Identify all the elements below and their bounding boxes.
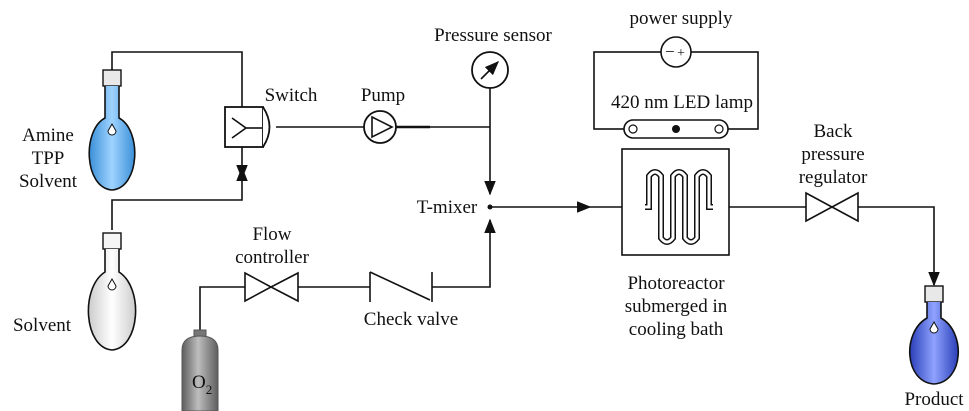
flask-product: [908, 285, 960, 385]
pressure-sensor: [471, 51, 509, 89]
power-plus-sign: +: [677, 46, 685, 61]
line-check-valve-to-t-mixer: [432, 218, 496, 288]
label-controller: controller: [235, 247, 310, 268]
power-supply-circuit: [593, 36, 759, 139]
label-o2: O2: [192, 372, 212, 397]
t-mixer: [487, 204, 493, 210]
flask-solvent: [87, 232, 137, 351]
labels: Amine TPP Solvent Solvent Switch Pump Pr…: [13, 8, 964, 410]
label-solvent: Solvent: [13, 315, 72, 336]
label-regulator: regulator: [799, 167, 868, 188]
label-tpp: TPP: [32, 148, 65, 169]
label-switch: Switch: [265, 85, 318, 106]
photoreactor: [621, 148, 730, 256]
label-product: Product: [904, 389, 964, 410]
label-amine: Amine: [22, 125, 74, 146]
line-flask-bottom-to-switch: [111, 166, 248, 230]
switch-valve: [224, 106, 271, 148]
label-back: Back: [813, 121, 853, 142]
label-solvent-reagent: Solvent: [19, 171, 78, 192]
label-check-valve: Check valve: [364, 309, 458, 330]
line-bpr-to-product: [858, 206, 940, 287]
check-valve: [369, 271, 433, 302]
tubing: [111, 51, 940, 335]
power-supply-symbol: [660, 36, 692, 68]
back-pressure-regulator: [805, 191, 859, 223]
pump: [363, 110, 397, 144]
label-submerged: submerged in: [625, 296, 728, 317]
label-cooling-bath: cooling bath: [629, 319, 724, 340]
flask-reagent: [88, 69, 136, 191]
label-t-mixer: T-mixer: [417, 197, 478, 218]
label-led-lamp: 420 nm LED lamp: [611, 92, 753, 113]
label-pressure: pressure: [801, 144, 864, 165]
label-power-supply: power supply: [630, 8, 733, 29]
line-o2-to-flow-controller: [199, 286, 245, 335]
label-pressure-sensor: Pressure sensor: [434, 25, 552, 46]
label-pump: Pump: [361, 85, 405, 106]
label-flow: Flow: [252, 224, 291, 245]
label-photoreactor: Photoreactor: [627, 273, 725, 294]
power-minus-sign: −: [665, 42, 675, 61]
o2-cylinder: [181, 329, 219, 411]
flow-controller: [244, 271, 299, 303]
